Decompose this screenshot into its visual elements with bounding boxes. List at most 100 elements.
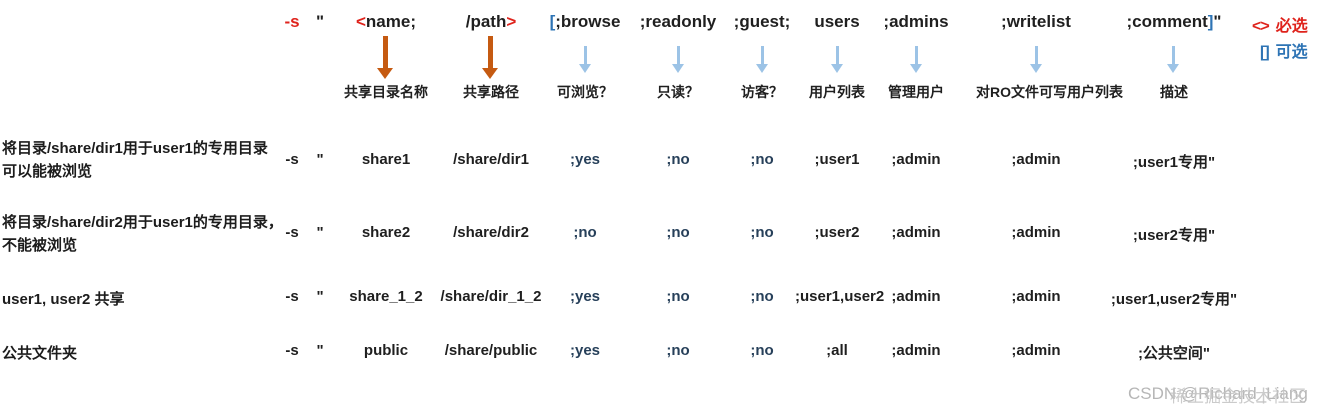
row-path-value: /share/public [444,342,538,359]
label-comment: 描述 [1160,84,1188,100]
arrow-down-icon [1167,46,1179,73]
header-flag-s: -s [284,12,300,31]
header-admins-token: ;admins [883,12,949,31]
header-name-text: name; [365,12,416,31]
legend-optional: [] 可选 [1260,38,1308,62]
header-comment-token: ;comment]" [1103,12,1245,32]
optional-bracket-close: ] [1207,12,1214,31]
row-path-value: /share/dir2 [453,224,529,241]
row-flag-s: -s [285,342,299,359]
row-readonly-value: ;no [666,342,690,359]
row-users-value: ;all [826,342,848,359]
row-flag-s: -s [285,288,299,305]
row-description-line2: 不能被浏览 [2,237,78,254]
row-guest-value: ;no [750,151,774,168]
label-writelist: 对RO文件可写用户列表 [976,84,1123,100]
arrow-down-icon [377,36,393,79]
row-description-line1: 将目录/share/dir2用于user1的专用目录， [2,214,283,231]
row-admins-value: ;admin [891,151,941,168]
row-readonly-value: ;no [666,288,690,305]
label-guest: 访客？ [741,84,783,100]
row-quote: " [316,151,324,168]
row-description-line1: 公共文件夹 [2,345,78,362]
row-users-value: ;user1,user2 [795,288,885,305]
row-browse-value: ;yes [569,151,601,168]
row-guest-value: ;no [750,224,774,241]
row-users-value: ;user2 [814,224,860,241]
row-writelist-value: ;admin [1011,342,1061,359]
row-description-line1: 将目录/share/dir1用于user1的专用目录 [2,140,268,157]
label-admins: 管理用户 [888,84,944,100]
row-description: 公共文件夹 [2,342,292,365]
row-name-value: share_1_2 [349,288,423,305]
row-quote: " [316,288,324,305]
optional-bracket-open: [ [549,12,556,31]
header-close-quote: " [1213,12,1222,31]
row-description-line2: 可以能被浏览 [2,163,93,180]
arrow-down-icon [1030,46,1042,73]
label-browse: 可浏览？ [557,84,613,100]
watermark-juejin: 稀土掘金技术社区 [1170,387,1306,406]
row-flag-s: -s [285,151,299,168]
row-flag-s: -s [285,224,299,241]
row-admins-value: ;admin [891,224,941,241]
row-description: 将目录/share/dir2用于user1的专用目录， 不能被浏览 [2,211,292,257]
row-name-value: share1 [361,151,411,168]
header-name-token: <name; [330,12,442,32]
row-writelist-value: ;admin [1011,224,1061,241]
header-writelist-token: ;writelist [1001,12,1071,31]
label-name: 共享目录名称 [344,84,428,100]
label-readonly: 只读？ [657,84,699,100]
header-readonly-token: ;readonly [639,12,717,31]
row-comment-value: ;user1,user2专用" [1110,291,1238,308]
header-browse-token: [;browse [545,12,625,32]
row-guest-value: ;no [750,342,774,359]
header-path-token: /path> [438,12,544,32]
row-users-value: ;user1 [814,151,860,168]
legend-required-symbol: <> [1252,18,1270,35]
header-comment-text: ;comment [1126,12,1208,31]
row-readonly-value: ;no [666,224,690,241]
arrow-down-icon [910,46,922,73]
row-description: 将目录/share/dir1用于user1的专用目录可以能被浏览 [2,137,292,183]
row-description: user1, user2 共享 [2,288,292,311]
row-admins-value: ;admin [891,288,941,305]
row-name-value: share2 [361,224,411,241]
legend-required-label: 必选 [1275,18,1308,35]
legend-required: <> 必选 [1252,12,1308,36]
row-browse-value: ;yes [569,288,601,305]
row-path-value: /share/dir_1_2 [440,288,542,305]
row-quote: " [316,224,324,241]
row-browse-value: ;no [573,224,597,241]
row-admins-value: ;admin [891,342,941,359]
row-comment-value: ;公共空间" [1137,345,1211,362]
legend-optional-symbol: [] [1260,44,1270,61]
header-guest-token: ;guest; [733,12,791,31]
row-description-line1: user1, user2 共享 [2,291,125,308]
row-writelist-value: ;admin [1011,151,1061,168]
label-path: 共享路径 [463,84,519,100]
header-open-quote: " [315,12,325,31]
arrow-down-icon [756,46,768,73]
arrow-down-icon [672,46,684,73]
required-bracket-open: < [355,12,366,31]
row-writelist-value: ;admin [1011,288,1061,305]
row-name-value: public [363,342,409,359]
row-readonly-value: ;no [666,151,690,168]
watermark-csdn: CSDN @Richard_Liang [1128,384,1308,403]
legend-optional-label: 可选 [1275,44,1308,61]
header-browse-text: ;browse [555,12,621,31]
required-bracket-close: > [506,12,517,31]
header-path-text: /path [465,12,507,31]
arrow-down-icon [831,46,843,73]
row-path-value: /share/dir1 [453,151,529,168]
header-users-token: users [814,12,860,31]
row-browse-value: ;yes [569,342,601,359]
row-guest-value: ;no [750,288,774,305]
row-comment-value: ;user2专用" [1132,227,1216,244]
arrow-down-icon [482,36,498,79]
row-quote: " [316,342,324,359]
label-users: 用户列表 [809,84,865,100]
arrow-down-icon [579,46,591,73]
